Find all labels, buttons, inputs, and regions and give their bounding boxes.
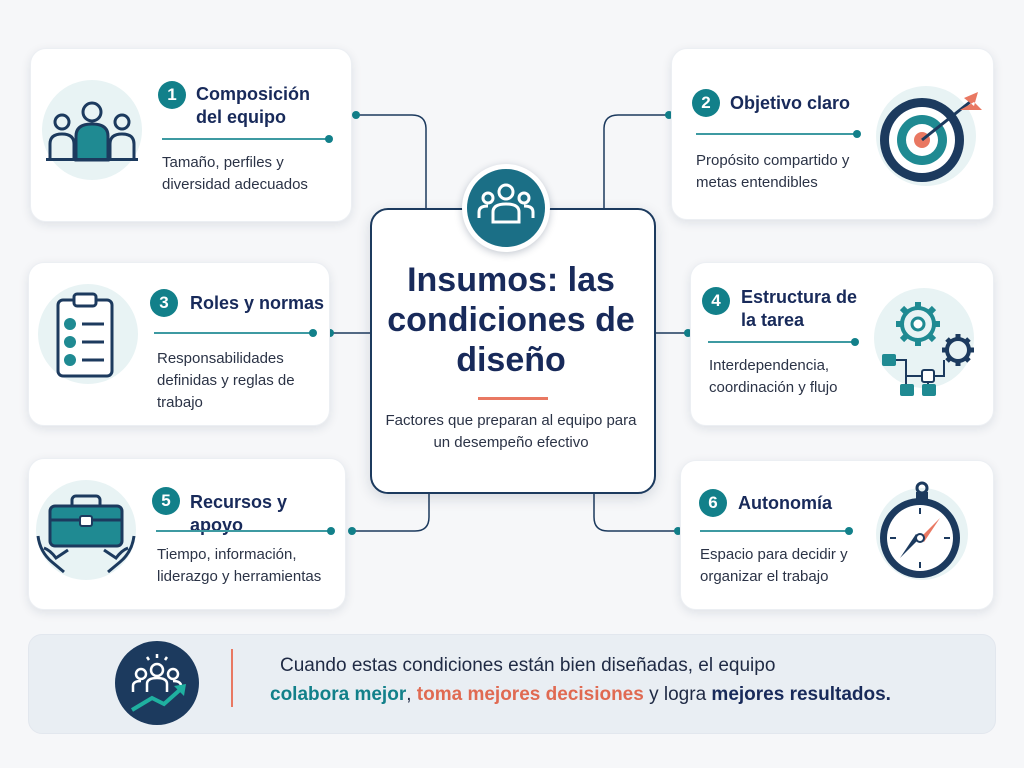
toolbox-hands-icon [36, 480, 136, 580]
team-growth-icon [115, 641, 199, 725]
card-desc-3: Responsabilidades definidas y reglas de … [157, 350, 295, 411]
card-number-4: 4 [702, 287, 730, 315]
bottom-sep-2: y logra [643, 684, 712, 705]
card-desc-6: Espacio para decidir y organizar el trab… [700, 546, 848, 585]
card-desc-4: Interdependencia, coordinación y flujo [709, 357, 838, 396]
card-desc-1: Tamaño, perfiles y diversidad adecuados [162, 154, 308, 193]
center-card [370, 208, 656, 494]
card-desc-2: Propósito compartido y metas entendibles [696, 152, 850, 191]
card-title-3: Roles y normas [190, 293, 325, 313]
highlight-resultados: mejores resultados. [711, 684, 891, 705]
highlight-colabora: colabora mejor [270, 684, 407, 705]
clipboard-checklist-icon [38, 284, 138, 384]
bottom-text-line1: Cuando estas condiciones están bien dise… [280, 655, 776, 676]
card-divider-5 [156, 527, 335, 535]
card-number-3: 3 [150, 289, 178, 317]
gears-workflow-icon [874, 288, 974, 396]
target-icon [876, 86, 982, 186]
center-underline [478, 397, 548, 400]
card-title-1: Composición del equipo [196, 84, 311, 127]
team-composition-icon [42, 80, 142, 180]
card-title-2: Objetivo claro [730, 93, 851, 113]
center-subtitle: Factores que preparan al equipo para un … [385, 412, 637, 451]
card-number-1: 1 [158, 81, 186, 109]
card-divider-6 [700, 527, 853, 535]
center-title: Insumos: las condiciones de diseño [387, 261, 635, 379]
compass-icon [876, 481, 968, 580]
highlight-decisiones: toma mejores decisiones [416, 684, 644, 705]
bottom-text-line2: colabora mejor, toma mejores decisiones … [270, 684, 891, 706]
card-title-6: Autonomía [738, 493, 832, 513]
card-title-4: Estructura de la tarea [741, 287, 858, 330]
team-icon [477, 183, 535, 224]
center-badge [462, 164, 550, 252]
card-number-2: 2 [692, 89, 720, 117]
card-number-6: 6 [699, 489, 727, 517]
card-number-5: 5 [152, 487, 180, 515]
card-divider-2 [696, 130, 861, 138]
card-divider-4 [708, 338, 859, 346]
bottom-separator [231, 649, 233, 707]
card-divider-3 [154, 329, 317, 337]
bottom-sep-1: , [406, 684, 417, 705]
card-divider-1 [162, 135, 333, 143]
card-desc-5: Tiempo, información, liderazgo y herrami… [157, 546, 322, 585]
